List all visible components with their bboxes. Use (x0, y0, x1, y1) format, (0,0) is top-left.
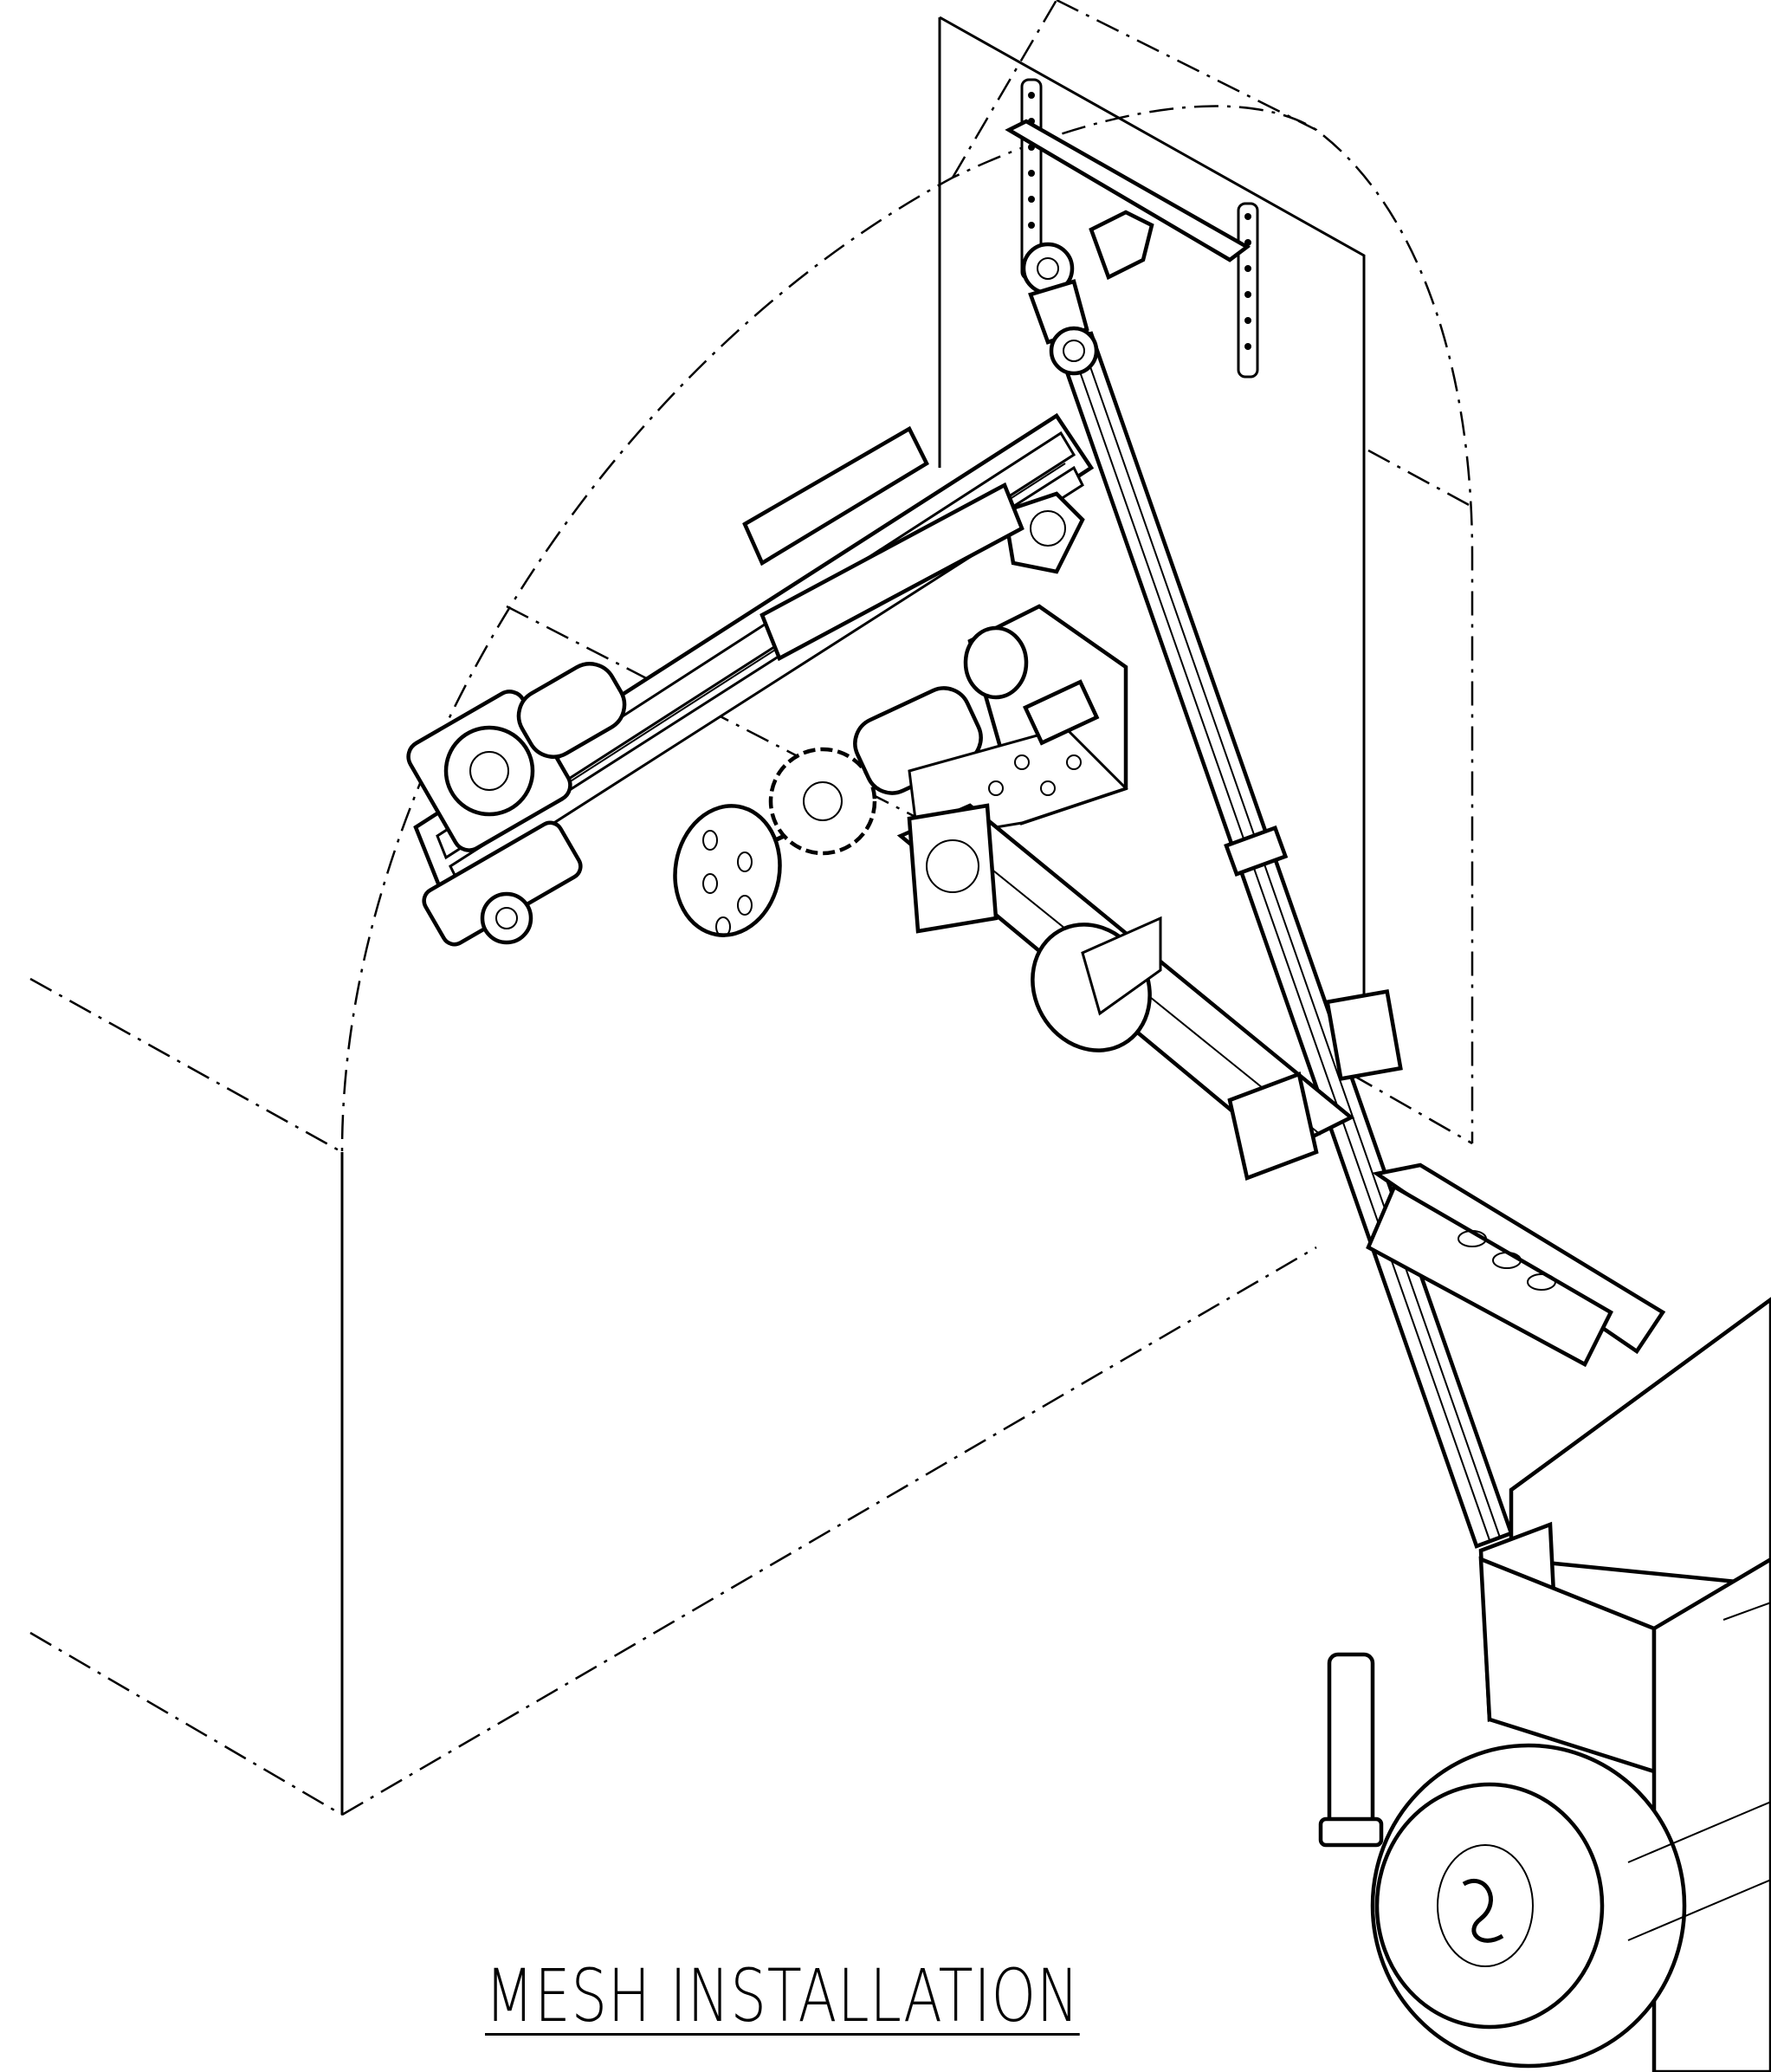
mesh-holder (1005, 78, 1259, 379)
rock-drill (406, 662, 627, 947)
drawing-caption: MESH INSTALLATION (485, 1953, 1080, 2038)
bolt-plate-and-gear (673, 604, 1128, 937)
tunnel-face-outline (340, 16, 1366, 1815)
carrier-vehicle (1318, 1297, 1771, 2072)
main-boom (896, 803, 1666, 1368)
drill-feed (413, 412, 1095, 896)
